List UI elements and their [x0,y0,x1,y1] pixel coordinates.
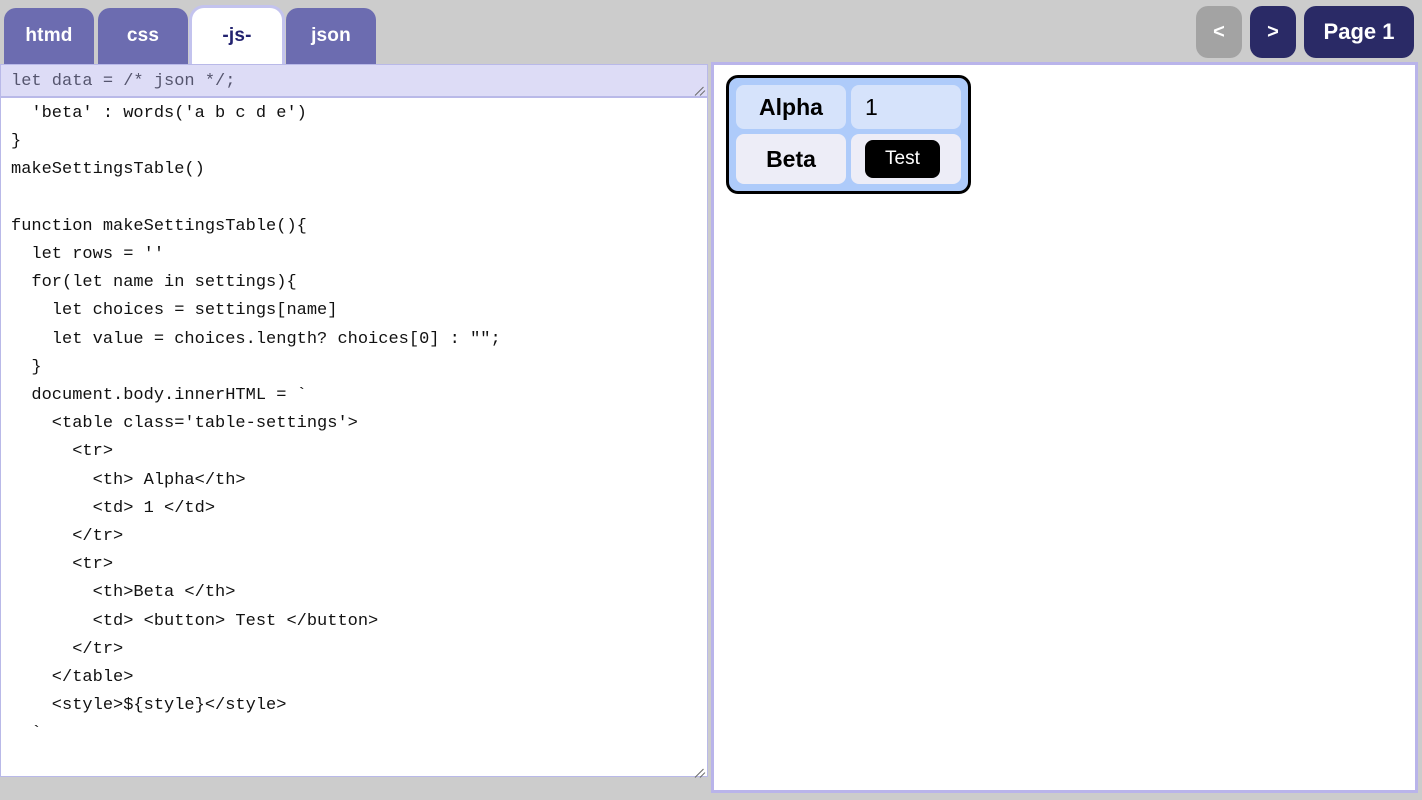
editor-column [0,64,710,800]
json-data-input[interactable] [0,64,708,97]
settings-table: Alpha 1 Beta Test [726,75,971,194]
test-button[interactable]: Test [865,140,940,178]
tab-strip: htmd css -js- json [0,8,376,64]
tab-css[interactable]: css [98,8,188,64]
js-code-editor[interactable] [0,97,708,777]
preview-panel: Alpha 1 Beta Test [711,62,1418,793]
tab-htmd[interactable]: htmd [4,8,94,64]
setting-name-alpha: Alpha [736,85,846,129]
setting-name-beta: Beta [736,134,846,184]
page-indicator-button[interactable]: Page 1 [1304,6,1414,58]
page-nav-group: < > Page 1 [1196,6,1414,58]
tab-json[interactable]: json [286,8,376,64]
next-page-button[interactable]: > [1250,6,1296,58]
setting-value-alpha: 1 [851,85,961,129]
table-row: Beta Test [736,134,961,184]
top-bar: htmd css -js- json < > Page 1 [0,0,1422,64]
table-row: Alpha 1 [736,85,961,129]
tab-js[interactable]: -js- [192,8,282,64]
prev-page-button[interactable]: < [1196,6,1242,58]
setting-value-beta: Test [851,134,961,184]
